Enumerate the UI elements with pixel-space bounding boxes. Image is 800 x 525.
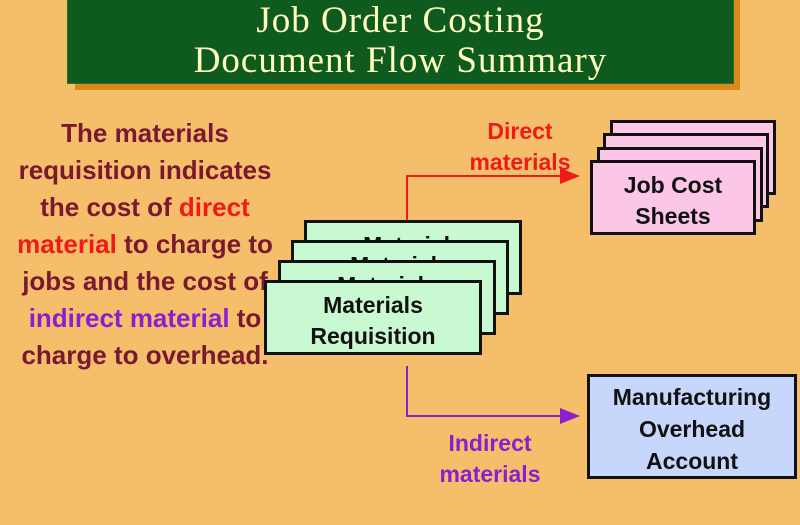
- materials-requisition-line-2: Requisition: [310, 323, 436, 349]
- job-cost-sheets-line-2: Sheets: [635, 203, 711, 229]
- job-cost-sheets-line-1: Job Cost: [623, 172, 723, 198]
- description-direct-material: direct material: [17, 192, 250, 259]
- manufacturing-overhead-card: Manufacturing Overhead Account: [587, 374, 797, 479]
- title-line-2: Document Flow Summary: [193, 40, 608, 81]
- indirect-label-line-1: Indirect: [448, 430, 532, 456]
- indirect-materials-arrow: [406, 366, 580, 424]
- direct-label-line-1: Direct: [487, 118, 553, 144]
- overhead-line-3: Account: [646, 448, 738, 474]
- description-part-1: The materials requisition indicates the …: [18, 118, 272, 222]
- overhead-line-2: Overhead: [638, 416, 746, 442]
- description-part-5: to charge to overhead.: [21, 303, 269, 370]
- direct-label-line-2: materials: [469, 149, 571, 175]
- description-text: The materials requisition indicates the …: [10, 115, 280, 374]
- materials-requisition-line-1: Materials: [323, 292, 423, 318]
- title-line-1: Job Order Costing: [256, 0, 545, 41]
- direct-materials-arrow: [406, 168, 580, 220]
- description-part-3: to charge to jobs and the cost of: [22, 229, 273, 296]
- indirect-materials-label: Indirect materials: [410, 428, 570, 490]
- title-banner: Job Order Costing Document Flow Summary: [67, 0, 734, 84]
- description-indirect-material: indirect material: [28, 303, 230, 333]
- materials-requisition-card: Materials Requisition: [264, 280, 482, 355]
- job-cost-sheets-card: Job Cost Sheets: [590, 160, 756, 235]
- indirect-label-line-2: materials: [439, 461, 541, 487]
- direct-materials-label: Direct materials: [440, 116, 600, 178]
- overhead-line-1: Manufacturing: [612, 384, 772, 410]
